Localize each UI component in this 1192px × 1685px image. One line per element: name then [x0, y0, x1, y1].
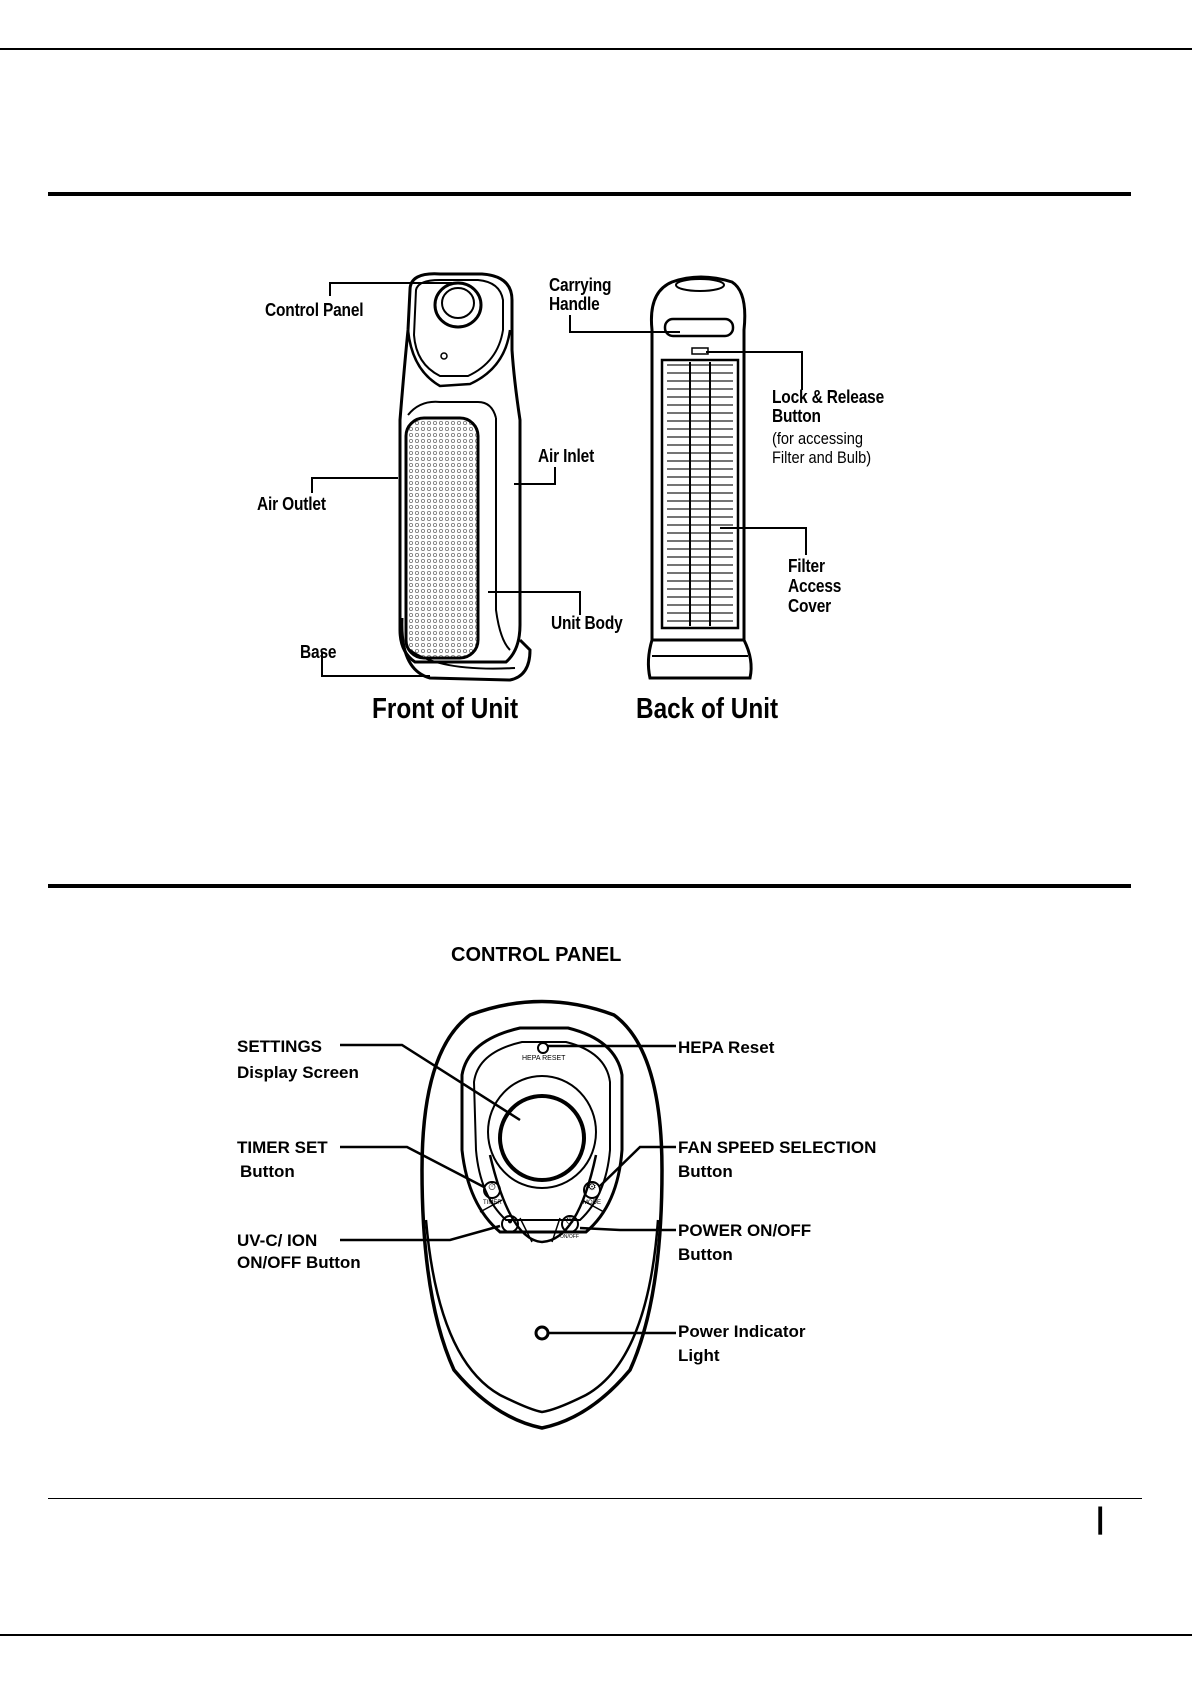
section1-rule	[48, 192, 1131, 196]
caption-front-of-unit: Front of Unit	[372, 693, 519, 725]
control-panel-title: CONTROL PANEL	[451, 944, 622, 966]
figure2-leaders	[340, 1043, 676, 1335]
section2-rule	[48, 884, 1131, 888]
label-control-panel: Control Panel	[265, 300, 364, 320]
panel-mode-text: MODE	[583, 1200, 601, 1206]
mode-button-icon[interactable]: ⚙	[587, 1182, 597, 1193]
footer-rule	[48, 1498, 1142, 1499]
label-lock-release-line4: Filter and Bulb)	[772, 448, 872, 467]
label-timer-set-line1: TIMER SET	[237, 1138, 328, 1157]
top-rule	[0, 48, 1192, 50]
panel-on-off-text: ON/OFF	[560, 1234, 579, 1240]
label-power-indicator-line2: Light	[678, 1346, 720, 1365]
label-timer-set-line2: Button	[240, 1162, 295, 1181]
label-unit-body: Unit Body	[551, 613, 623, 633]
label-settings-line2: Display Screen	[237, 1063, 359, 1082]
unit-figure	[311, 272, 807, 682]
uvc-ion-button-icon[interactable]: ●	[506, 1216, 514, 1227]
label-fan-speed-line2: Button	[678, 1162, 733, 1181]
control-panel-body	[420, 999, 664, 1430]
label-air-outlet: Air Outlet	[257, 494, 326, 514]
label-settings-line1: SETTINGS	[237, 1037, 323, 1056]
label-uvc-ion-line2: ON/OFF Button	[237, 1253, 361, 1272]
label-uvc-ion-line1: UV-C/ ION	[237, 1231, 318, 1250]
power-button-icon[interactable]: ⏻	[566, 1216, 574, 1227]
page-marker: |	[1096, 1502, 1105, 1535]
panel-timer-text: TIMER	[483, 1200, 502, 1206]
label-filter-access-line3: Cover	[788, 596, 832, 616]
back-unit	[646, 275, 753, 680]
figure1-leaders	[311, 282, 807, 677]
panel-hepa-reset-text: HEPA RESET	[522, 1055, 566, 1062]
bottom-rule	[0, 1634, 1192, 1636]
label-base: Base	[300, 642, 337, 662]
label-air-inlet: Air Inlet	[538, 446, 595, 466]
control-panel-figure	[340, 999, 676, 1430]
label-power-line2: Button	[678, 1245, 733, 1264]
label-lock-release-line2: Button	[772, 406, 821, 426]
caption-back-of-unit: Back of Unit	[636, 693, 779, 725]
label-filter-access-line2: Access	[788, 576, 842, 596]
label-fan-speed-line1: FAN SPEED SELECTION	[678, 1138, 877, 1157]
label-carrying-handle-line2: Handle	[549, 294, 600, 314]
label-carrying-handle-line1: Carrying	[549, 275, 612, 295]
timer-button-icon[interactable]: ⏱	[488, 1182, 496, 1193]
label-power-indicator-line1: Power Indicator	[678, 1322, 806, 1341]
label-filter-access-line1: Filter	[788, 556, 825, 576]
label-power-line1: POWER ON/OFF	[678, 1221, 812, 1240]
label-hepa-reset: HEPA Reset	[678, 1038, 775, 1057]
label-lock-release-line3: (for accessing	[772, 429, 864, 448]
label-lock-release-line1: Lock & Release	[772, 387, 885, 407]
front-unit	[398, 272, 532, 682]
